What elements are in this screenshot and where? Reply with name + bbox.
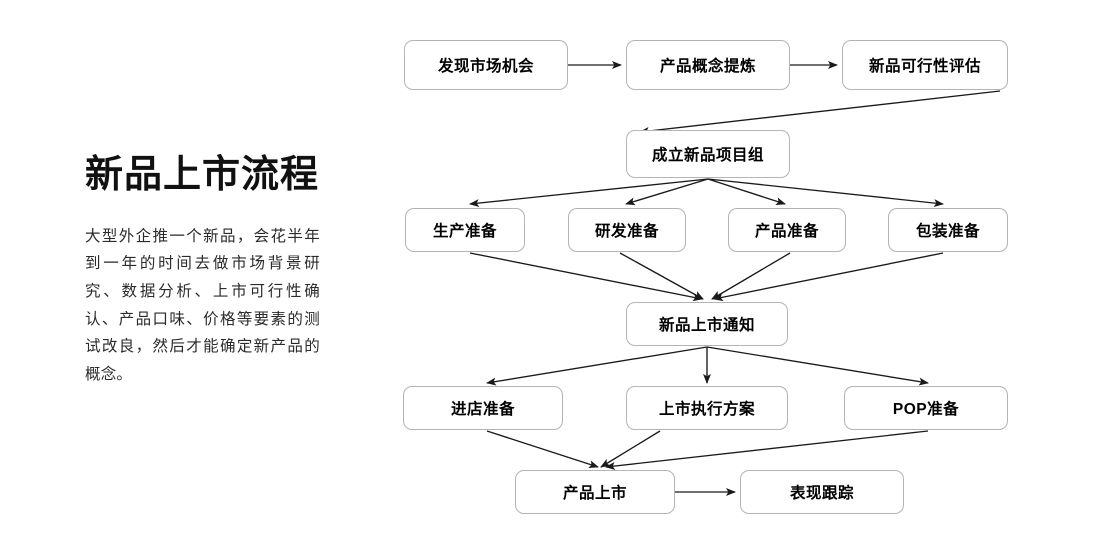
flow-node-n10[interactable]: 进店准备: [403, 386, 563, 430]
flow-node-n14[interactable]: 表现跟踪: [740, 470, 904, 514]
flow-edge-n4-to-n8: [707, 178, 944, 208]
flow-node-label: 新品可行性评估: [868, 58, 981, 75]
flow-node-n5[interactable]: 生产准备: [405, 208, 525, 252]
flow-edge-n6-to-n9: [619, 252, 704, 300]
flow-edge-n4-to-n5: [469, 178, 709, 208]
flow-edge-n12-to-n13: [605, 430, 929, 470]
flow-node-label: 新品上市通知: [658, 317, 755, 334]
flow-node-n13[interactable]: 产品上市: [515, 470, 675, 514]
flow-edge-n4-to-n7: [707, 178, 786, 206]
page-title: 新品上市流程: [85, 154, 320, 196]
flow-node-label: 成立新品项目组: [651, 147, 764, 164]
flow-edge-n9-to-n10: [486, 346, 708, 386]
flow-edge-n11-to-n13: [600, 430, 661, 468]
flow-edge-n4-to-n6: [625, 178, 709, 206]
flow-node-n1[interactable]: 发现市场机会: [404, 40, 568, 90]
flow-node-n8[interactable]: 包装准备: [888, 208, 1008, 252]
flow-node-label: 研发准备: [594, 223, 659, 240]
flow-node-label: 产品上市: [562, 485, 627, 502]
flow-node-n7[interactable]: 产品准备: [728, 208, 846, 252]
flow-node-label: 上市执行方案: [658, 401, 755, 418]
flow-node-label: 产品准备: [754, 223, 819, 240]
flow-edge-n5-to-n9: [469, 252, 703, 302]
flow-node-n3[interactable]: 新品可行性评估: [842, 40, 1008, 90]
flow-node-label: 生产准备: [432, 223, 497, 240]
flow-edge-n3-to-n4: [639, 90, 1001, 135]
flow-node-label: 包装准备: [915, 223, 980, 240]
flow-node-n4[interactable]: 成立新品项目组: [626, 130, 790, 178]
flow-node-n2[interactable]: 产品概念提炼: [626, 40, 790, 90]
flow-node-label: 进店准备: [450, 401, 515, 418]
flow-node-n11[interactable]: 上市执行方案: [626, 386, 788, 430]
flow-node-label: 表现跟踪: [789, 485, 854, 502]
flow-node-label: 发现市场机会: [437, 58, 534, 75]
flow-node-label: POP准备: [892, 401, 960, 418]
flow-edge-n8-to-n9: [713, 252, 944, 302]
flow-node-n6[interactable]: 研发准备: [568, 208, 686, 252]
page-description: 大型外企推一个新品，会花半年到一年的时间去做市场背景研究、数据分析、上市可行性确…: [85, 227, 320, 383]
intro-panel: 新品上市流程 大型外企推一个新品，会花半年到一年的时间去做市场背景研究、数据分析…: [85, 154, 320, 388]
flow-node-n9[interactable]: 新品上市通知: [626, 302, 788, 346]
flow-edge-n10-to-n13: [486, 430, 599, 469]
flow-edge-n9-to-n12: [706, 346, 929, 386]
flow-node-n12[interactable]: POP准备: [844, 386, 1008, 430]
flow-edge-n7-to-n9: [711, 252, 791, 300]
flow-node-label: 产品概念提炼: [659, 58, 756, 75]
